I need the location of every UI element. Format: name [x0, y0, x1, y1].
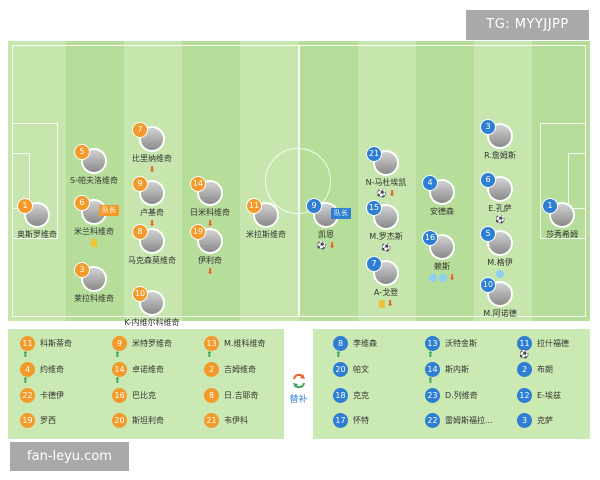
- sub-off-icon: ⬇: [448, 273, 456, 282]
- right-goal-area: [568, 153, 586, 209]
- player-avatar: 3: [75, 263, 105, 290]
- player-away-att-2[interactable]: 15 M.罗杰斯 ⚽: [367, 201, 403, 252]
- sub-on-icon: ⬆: [22, 376, 29, 385]
- assist-icon: [438, 273, 447, 282]
- player-avatar: 19: [191, 225, 221, 252]
- sub-off-icon: ⬇: [388, 189, 396, 198]
- player-home-mid-3[interactable]: 8 马克森莫维奇: [128, 225, 176, 265]
- player-home-att-2[interactable]: 19 伊利奇 ⬇: [191, 225, 222, 276]
- player-avatar: 5: [75, 145, 105, 172]
- center-circle: [265, 148, 331, 214]
- player-away-att-1[interactable]: 21 N-马杜埃凯 ⚽⬇: [365, 147, 407, 198]
- sub-off-icon: ⬇: [328, 241, 336, 250]
- subs-divider: 替补: [284, 329, 313, 439]
- player-avatar: 10: [133, 287, 163, 314]
- player-avatar: 9: [133, 177, 163, 204]
- sub-off-icon: ⬇: [206, 219, 214, 228]
- goal-ball-icon: ⚽: [316, 241, 327, 250]
- goal-ball-icon: ⚽: [495, 215, 505, 224]
- player-away-def-4[interactable]: 10 M.阿诺德: [481, 278, 517, 318]
- sub-on-icon: ⬆: [22, 350, 29, 359]
- player-home-mid-2[interactable]: 9 卢基奇 ⬇: [122, 177, 182, 229]
- yellow-card-icon: [378, 299, 385, 308]
- sub-on-icon: ⬆: [206, 350, 213, 359]
- player-home-st[interactable]: 11 米拉斯维奇: [246, 199, 286, 239]
- player-home-mid-1[interactable]: 7 比里纳维奇 ⬇: [132, 123, 172, 174]
- sub-on-icon: ⬆: [335, 350, 342, 359]
- yellow-card-icon: [91, 238, 97, 247]
- sub-on-icon: ⬆: [114, 376, 121, 385]
- player-away-att-3[interactable]: 7 A-戈登 ⬇: [356, 257, 416, 309]
- player-away-gk[interactable]: 1 莎秀希姆: [532, 199, 592, 240]
- sub-on-icon: ⬆: [114, 350, 121, 359]
- watermark-top: TG: MYYJJPP: [466, 10, 589, 40]
- watermark-bottom: fan-leyu.com: [10, 442, 129, 471]
- player-avatar: 8: [133, 225, 163, 252]
- player-avatar: 14: [191, 177, 221, 204]
- player-avatar: 10: [481, 278, 511, 305]
- player-away-mid-2[interactable]: 16 赖斯 ⬇: [423, 231, 456, 282]
- player-away-def-2[interactable]: 6 E.孔萨 ⚽: [470, 173, 530, 225]
- player-home-def-1[interactable]: 5 S-帕夫洛维奇: [70, 145, 118, 185]
- player-home-gk[interactable]: 1 奥斯罗维奇: [17, 199, 57, 239]
- subs-label: 替补: [289, 395, 308, 405]
- assist-icon: [496, 269, 504, 278]
- captain-badge: 队长: [331, 208, 351, 219]
- sub-off-icon: ⬇: [206, 267, 214, 276]
- sub-off-icon: ⬇: [386, 299, 394, 308]
- player-avatar: 21: [367, 147, 397, 174]
- player-avatar: 16: [423, 231, 453, 258]
- goal-ball-icon: ⚽: [381, 243, 391, 252]
- assist-icon: [428, 273, 437, 282]
- player-home-att-1[interactable]: 14 日米科维奇 ⬇: [190, 177, 230, 228]
- player-avatar: 1: [543, 199, 573, 226]
- sub-on-icon: ⚽: [519, 350, 529, 359]
- player-home-def-3[interactable]: 3 莱拉科维奇: [74, 263, 114, 303]
- sub-off-icon: ⬇: [148, 219, 156, 228]
- sub-on-icon: ⬆: [427, 350, 434, 359]
- player-away-def-1[interactable]: 3 R.詹姆斯: [470, 120, 530, 161]
- player-avatar: 7: [133, 123, 163, 150]
- player-away-mid-1[interactable]: 4 安德森: [412, 176, 472, 217]
- captain-badge: 队长: [99, 205, 119, 216]
- player-avatar: 5: [481, 227, 511, 254]
- player-avatar: 7: [367, 257, 397, 284]
- player-avatar: 11: [247, 199, 277, 226]
- player-avatar: 4: [423, 176, 453, 203]
- away-subs-panel: 8 李维森 ⬆ 13 沃特金斯 ⬆ 11 拉什福德 ⚽ 20 帕文 14 斯内斯…: [313, 329, 590, 439]
- player-avatar: 1: [18, 199, 48, 226]
- player-avatar: 15: [367, 201, 397, 228]
- substitution-icon: [293, 373, 305, 389]
- home-subs-panel: 11 科斯蒂奇 ⬆ 9 米特罗维奇 ⬆ 13 M.维科维奇 ⬆ 4 约维奇 ⬆ …: [8, 329, 284, 439]
- player-avatar: 6: [481, 173, 511, 200]
- goal-ball-icon: ⚽: [376, 189, 387, 198]
- sub-on-icon: ⬆: [427, 376, 434, 385]
- sub-off-icon: ⬇: [148, 165, 156, 174]
- player-away-def-3[interactable]: 5 M.格伊: [470, 227, 530, 279]
- player-home-mid-4[interactable]: 10 K-内维尔科维奇 ⬇: [122, 287, 182, 339]
- player-avatar: 3: [481, 120, 511, 147]
